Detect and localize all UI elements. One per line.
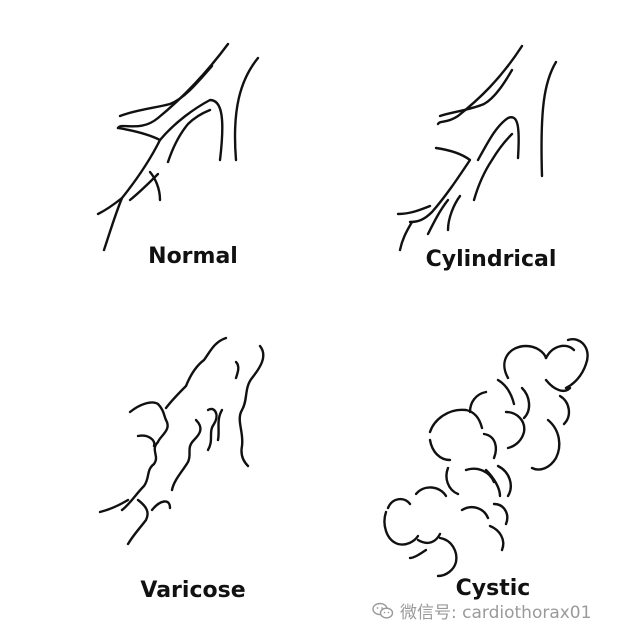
cylindrical-airway-drawing — [396, 44, 558, 252]
varicose-airway-drawing — [98, 336, 265, 546]
label-normal: Normal — [148, 244, 238, 269]
normal-airway-drawing — [96, 42, 260, 252]
label-cylindrical: Cylindrical — [425, 247, 557, 272]
label-varicose: Varicose — [140, 578, 246, 603]
watermark: 微信号: cardiothorax01 — [372, 598, 591, 623]
cystic-airway-drawing — [383, 338, 589, 578]
watermark-text: 微信号: cardiothorax01 — [400, 603, 592, 623]
label-cystic: Cystic — [455, 576, 531, 601]
wechat-icon — [372, 602, 394, 619]
